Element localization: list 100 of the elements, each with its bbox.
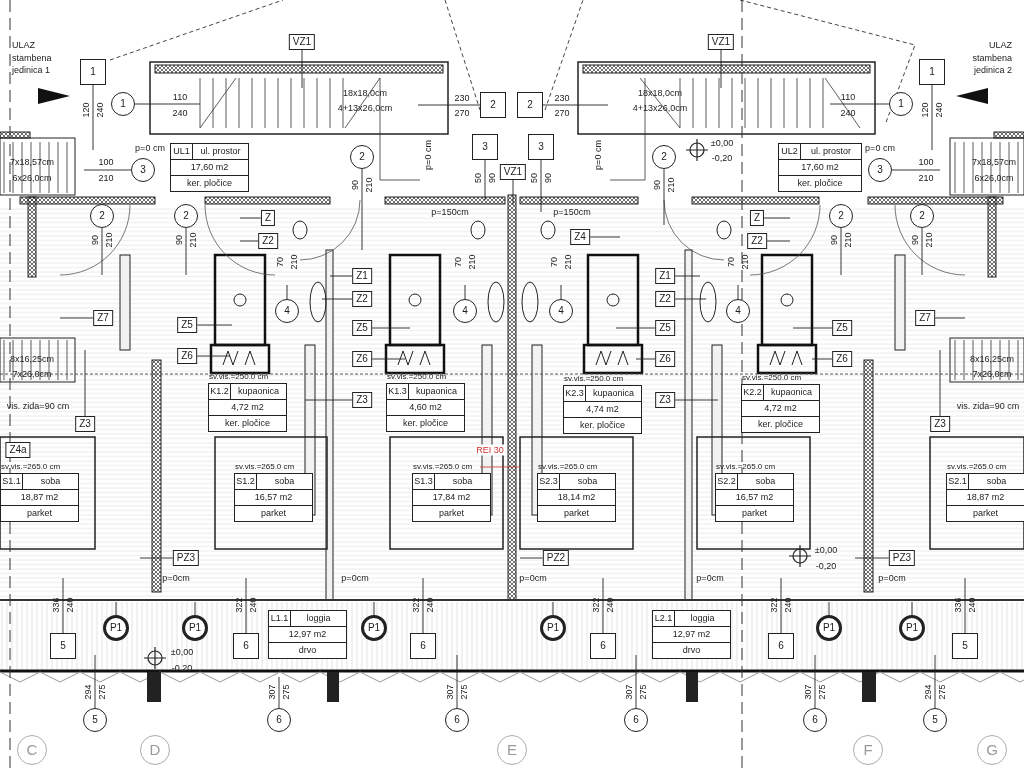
tag-label: 6 bbox=[410, 633, 436, 659]
tag-label: 6 bbox=[233, 633, 259, 659]
room-code: L2.1 bbox=[653, 611, 675, 627]
leader-line bbox=[373, 601, 375, 616]
stair-dimension-label: 6x26,0cm bbox=[974, 173, 1014, 183]
leader-line bbox=[83, 169, 132, 171]
dimension-label: 270 bbox=[454, 108, 470, 118]
leader-line bbox=[94, 654, 96, 709]
dimension-label: 110 bbox=[172, 92, 188, 102]
room-name: soba bbox=[257, 474, 312, 490]
tag-label: Z5 bbox=[352, 320, 372, 336]
tag-label: VZ1 bbox=[499, 164, 527, 180]
grid-axis-marker: C bbox=[17, 735, 47, 765]
callout-number: 1 bbox=[889, 92, 913, 116]
floor-finish: parket bbox=[438, 507, 465, 520]
room-name: kupaonica bbox=[231, 384, 286, 400]
room-stamp bbox=[170, 143, 249, 192]
dimension-label: 70 bbox=[726, 257, 736, 267]
room-area: 12,97 m2 bbox=[653, 627, 730, 643]
tag-label: PZ2 bbox=[542, 550, 570, 566]
dimension-label: 90 bbox=[829, 235, 839, 245]
leader-line bbox=[115, 601, 117, 616]
dimension-label: 120 bbox=[81, 102, 91, 118]
stair-dimension-label: 18x18,0cm bbox=[343, 88, 387, 98]
dimension-label: 210 bbox=[563, 254, 573, 270]
grid-axis-marker: G bbox=[977, 735, 1007, 765]
dimension-label: 230 bbox=[554, 93, 570, 103]
leader-line bbox=[964, 577, 966, 634]
dimension-label: 90 bbox=[652, 180, 662, 190]
leader-line bbox=[321, 298, 353, 300]
callout-number: 3 bbox=[868, 158, 892, 182]
dimension-label: 90 bbox=[487, 173, 497, 183]
leader-line bbox=[361, 168, 363, 251]
leader-line bbox=[934, 317, 966, 319]
floor-finish: ker. pločice bbox=[186, 177, 233, 190]
callout-number: 6 bbox=[267, 708, 291, 732]
leader-line bbox=[854, 557, 890, 559]
leader-line bbox=[542, 104, 609, 106]
dimension-label: 210 bbox=[188, 232, 198, 248]
ceiling-height-note: sv.vis.=265.0 cm bbox=[413, 463, 473, 471]
tag-label: 6 bbox=[590, 633, 616, 659]
room-name: soba bbox=[23, 474, 78, 490]
tag-label: Z6 bbox=[832, 351, 852, 367]
dimension-label: 90 bbox=[350, 180, 360, 190]
room-code: S1.2 bbox=[235, 474, 257, 490]
floor-finish: parket bbox=[741, 507, 768, 520]
room-name: kupaonica bbox=[409, 384, 464, 400]
leader-line bbox=[934, 654, 936, 709]
stair-dimension-label: 8x16,25cm bbox=[970, 354, 1014, 364]
callout-number: 2 bbox=[350, 145, 374, 169]
leader-line bbox=[371, 327, 411, 329]
tag-label: Z5 bbox=[177, 317, 197, 333]
tag-label: Z5 bbox=[655, 320, 675, 336]
room-name: loggia bbox=[291, 611, 346, 627]
leader-line bbox=[921, 227, 923, 276]
room-code: K1.3 bbox=[387, 384, 409, 400]
grid-axis-marker: E bbox=[497, 735, 527, 765]
leader-line bbox=[422, 577, 424, 634]
tag-label: 6 bbox=[768, 633, 794, 659]
room-code: S2.2 bbox=[716, 474, 738, 490]
leader-line bbox=[674, 298, 707, 300]
dimension-label: 210 bbox=[843, 232, 853, 248]
dimension-label: 210 bbox=[104, 232, 114, 248]
leader-line bbox=[196, 324, 233, 326]
dimension-label: 294 bbox=[83, 684, 93, 700]
room-area: 16,57 m2 bbox=[716, 490, 793, 506]
room-area: 18,14 m2 bbox=[538, 490, 615, 506]
leader-line bbox=[239, 240, 259, 242]
dimension-label: 70 bbox=[453, 257, 463, 267]
leader-line bbox=[417, 104, 481, 106]
leader-line bbox=[615, 327, 656, 329]
leader-line bbox=[674, 399, 719, 401]
dimension-label: 210 bbox=[740, 254, 750, 270]
tag-label: Z4 bbox=[570, 229, 590, 245]
room-area: 16,57 m2 bbox=[235, 490, 312, 506]
dimension-label: 100 bbox=[98, 157, 114, 167]
tag-label: 5 bbox=[952, 633, 978, 659]
dimension-label: 307 bbox=[267, 684, 277, 700]
tag-label: Z1 bbox=[352, 268, 372, 284]
leader-line bbox=[464, 284, 466, 300]
floor-finish: parket bbox=[563, 507, 590, 520]
dimension-label: 210 bbox=[924, 232, 934, 248]
level-label: -0,20 bbox=[711, 153, 733, 163]
floor-finish: ker. pločice bbox=[796, 177, 844, 190]
room-area: 18,87 m2 bbox=[947, 490, 1024, 506]
room-name: ul. prostor bbox=[193, 144, 248, 160]
room-code: K2.2 bbox=[742, 385, 764, 401]
leader-line bbox=[139, 557, 174, 559]
tag-label: Z7 bbox=[93, 310, 113, 326]
room-name: soba bbox=[435, 474, 490, 490]
leader-line bbox=[811, 358, 833, 360]
dimension-label: 210 bbox=[289, 254, 299, 270]
dimension-label: 90 bbox=[174, 235, 184, 245]
dimension-label: 90 bbox=[910, 235, 920, 245]
tag-label: Z3 bbox=[930, 416, 950, 432]
leader-line bbox=[635, 358, 656, 360]
room-code: K1.2 bbox=[209, 384, 231, 400]
tag-label: Z bbox=[260, 210, 276, 226]
ceiling-height-note: sv.vis.=250.0 cm bbox=[742, 374, 802, 382]
leader-line bbox=[737, 284, 739, 300]
